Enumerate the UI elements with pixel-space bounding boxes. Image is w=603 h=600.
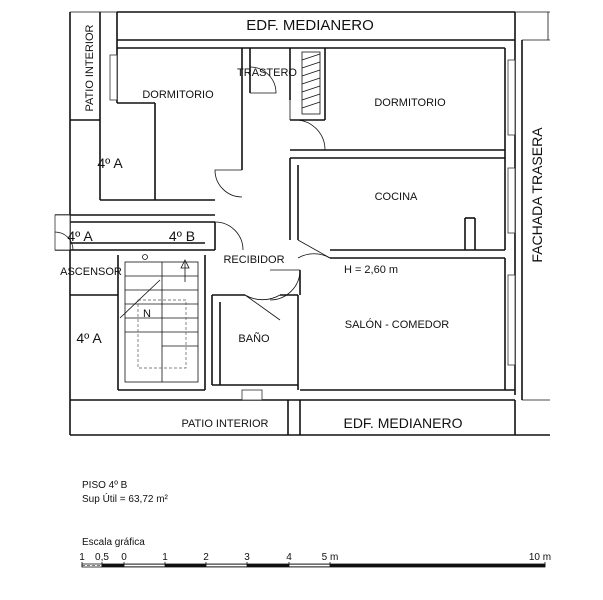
- interior-walls: [55, 39, 515, 391]
- surface-label: Sup Útil = 63,72 m²: [82, 492, 169, 505]
- room-dormitorio-left: DORMITORIO: [142, 89, 214, 101]
- scale-title: Escala gráfica: [82, 537, 145, 548]
- scale-tick-2m: 2: [203, 552, 209, 563]
- scale-tick-10m: 10 m: [529, 552, 551, 563]
- floor-label: PISO 4º B: [82, 480, 128, 491]
- scale-tick-0-5: 0,5: [95, 552, 109, 563]
- top-neighbor-label: EDF. MEDIANERO: [246, 17, 374, 34]
- doors: [54, 66, 331, 321]
- staircase: [119, 254, 199, 383]
- room-bano: BAÑO: [238, 332, 270, 345]
- ceiling-height: H = 2,60 m: [344, 264, 398, 276]
- scale-tick-5m: 5 m: [322, 552, 339, 563]
- unit-label-3: 4º B: [169, 228, 195, 244]
- room-recibidor: RECIBIDOR: [223, 254, 284, 266]
- patio-left-label: PATIO INTERIOR: [84, 24, 96, 111]
- boundary-walls: [69, 11, 550, 436]
- unit-label-2: 4º A: [67, 228, 93, 244]
- bottom-neighbor-label: EDF. MEDIANERO: [343, 415, 462, 431]
- unit-label-4: 4º A: [76, 330, 102, 346]
- fachada-label: FACHADA TRASERA: [529, 127, 545, 263]
- scale-tick-3m: 3: [244, 552, 250, 563]
- room-salon: SALÓN - COMEDOR: [345, 318, 450, 331]
- patio-bottom-label: PATIO INTERIOR: [182, 418, 269, 430]
- windows: [54, 54, 516, 401]
- room-trastero: TRASTERO: [237, 67, 297, 79]
- trastero-shelving: [301, 51, 321, 115]
- label-ascensor: ASCENSOR: [60, 266, 122, 278]
- scale-tick-1m: 1: [162, 552, 168, 563]
- scale-tick-1: 1: [79, 552, 85, 563]
- unit-label-1: 4º A: [97, 155, 123, 171]
- scale-tick-4m: 4: [286, 552, 292, 563]
- room-cocina: COCINA: [375, 191, 418, 203]
- room-dormitorio-right: DORMITORIO: [374, 97, 446, 109]
- labels: EDF. MEDIANERO EDF. MEDIANERO PATIO INTE…: [60, 17, 545, 431]
- graphic-scale: 1 0,5 0 1 2 3 4 5 m 10 m: [79, 552, 551, 568]
- scale-tick-0: 0: [121, 552, 127, 563]
- stair-mark: N: [143, 308, 151, 320]
- info-block: PISO 4º B Sup Útil = 63,72 m² Escala grá…: [82, 480, 169, 548]
